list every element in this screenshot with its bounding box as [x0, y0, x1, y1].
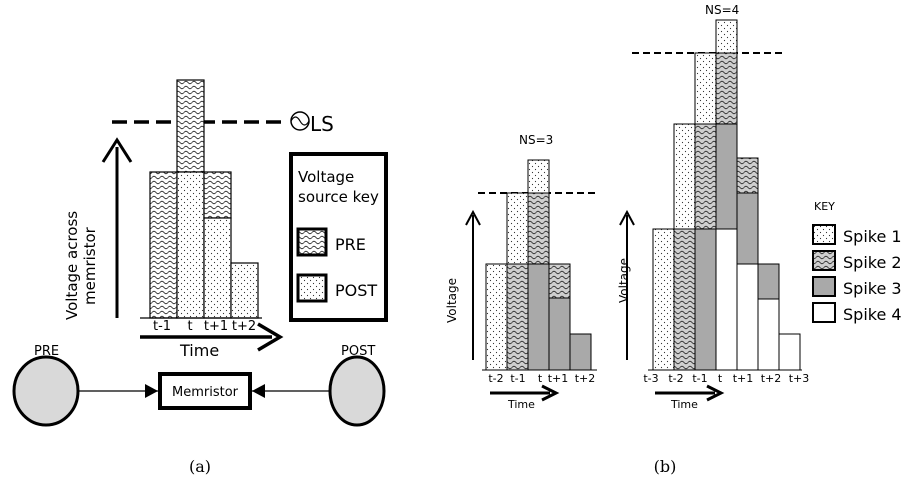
ns3-title: NS=3 — [519, 133, 553, 147]
tick-label: t-1 — [510, 372, 525, 385]
tick-label: t+3 — [789, 372, 810, 385]
spike-key-title: KEY — [814, 200, 835, 213]
tick-label: t+2 — [761, 372, 782, 385]
ns4-ticks: t-3 t-2 t-1 t t+1 t+2 t+3 — [643, 372, 809, 385]
tick-label: t+1 — [548, 372, 569, 385]
post-node — [328, 355, 386, 427]
panel-a-bars — [149, 79, 259, 319]
ls-label: LS — [310, 112, 334, 136]
panel-b-left: NS=3 Voltage t-2 t-1 t t+1 t+2 — [445, 133, 597, 411]
tick-label: t+2 — [575, 372, 596, 385]
panel-b-right-y-label: Voltage — [617, 258, 631, 303]
post-node-label: POST — [341, 344, 375, 359]
pre-node-label: PRE — [34, 344, 59, 359]
bar-t-pre — [176, 79, 205, 173]
tick-label: t-2 — [668, 372, 683, 385]
panel-a-y-label-1: Voltage across — [63, 211, 81, 320]
tick-label: t-1 — [692, 372, 707, 385]
tick-label: t — [187, 319, 192, 334]
bar-t2-post — [230, 262, 259, 319]
key-title-1: Voltage — [298, 168, 354, 186]
key-swatch-post — [296, 273, 328, 303]
swatch-spike-2 — [812, 250, 836, 271]
tick-label: t — [538, 372, 543, 385]
panel-a-x-axis — [140, 322, 284, 352]
bar-t-1-pre — [149, 171, 178, 319]
tick-label: t — [718, 372, 723, 385]
tick-label: t+1 — [733, 372, 754, 385]
voltage-source-key: Voltage source key PRE POST — [289, 152, 388, 322]
tick-label: t+2 — [232, 319, 256, 334]
key-spike-4: Spike 4 — [843, 305, 902, 324]
panel-b-left-y-label: Voltage — [445, 278, 459, 323]
ns3-ticks: t-2 t-1 t t+1 t+2 — [488, 372, 595, 385]
tick-label: t-3 — [643, 372, 658, 385]
bar-t1-post — [203, 217, 232, 319]
tick-label: t+1 — [204, 319, 228, 334]
memristor-label: Memristor — [172, 385, 239, 400]
panel-a: Voltage across memristor LS t-1 t t+1 t+… — [12, 79, 388, 476]
panel-a-y-label-2: memristor — [81, 226, 99, 305]
caption-a: (a) — [189, 457, 211, 476]
key-spike-2: Spike 2 — [843, 253, 902, 272]
tick-label: t-2 — [488, 372, 503, 385]
ns3-bars — [485, 159, 592, 371]
ns4-bars — [652, 19, 801, 371]
key-spike-1: Spike 1 — [843, 227, 902, 246]
key-title-2: source key — [298, 188, 379, 206]
key-spike-3: Spike 3 — [843, 279, 902, 298]
swatch-spike-4 — [812, 302, 836, 323]
ns4-x-label: Time — [670, 398, 698, 411]
memristor-box — [158, 372, 252, 410]
swatch-spike-1 — [812, 224, 836, 245]
ns3-x-label: Time — [507, 398, 535, 411]
pre-node — [12, 355, 80, 427]
panel-b-right: NS=4 Voltage t-3 t-2 — [617, 3, 902, 476]
key-label-post: POST — [335, 281, 377, 300]
panel-a-x-label: Time — [179, 341, 219, 360]
circuit: PRE POST Memristor — [12, 344, 386, 427]
key-label-pre: PRE — [335, 235, 366, 254]
bar-t1-pre — [203, 171, 232, 219]
spike-key: KEY Spike 1 Spike 2 Spike 3 Spike 4 — [812, 200, 902, 324]
bar-t-post — [176, 171, 205, 319]
tick-label: t-1 — [153, 319, 171, 334]
key-swatch-pre — [296, 227, 328, 257]
panel-a-y-axis — [101, 137, 133, 318]
caption-b: (b) — [654, 457, 677, 476]
panel-a-ticks: t-1 t t+1 t+2 — [153, 319, 256, 334]
swatch-spike-3 — [812, 276, 836, 297]
ns4-title: NS=4 — [705, 3, 739, 17]
ls-source-symbol — [290, 111, 310, 131]
